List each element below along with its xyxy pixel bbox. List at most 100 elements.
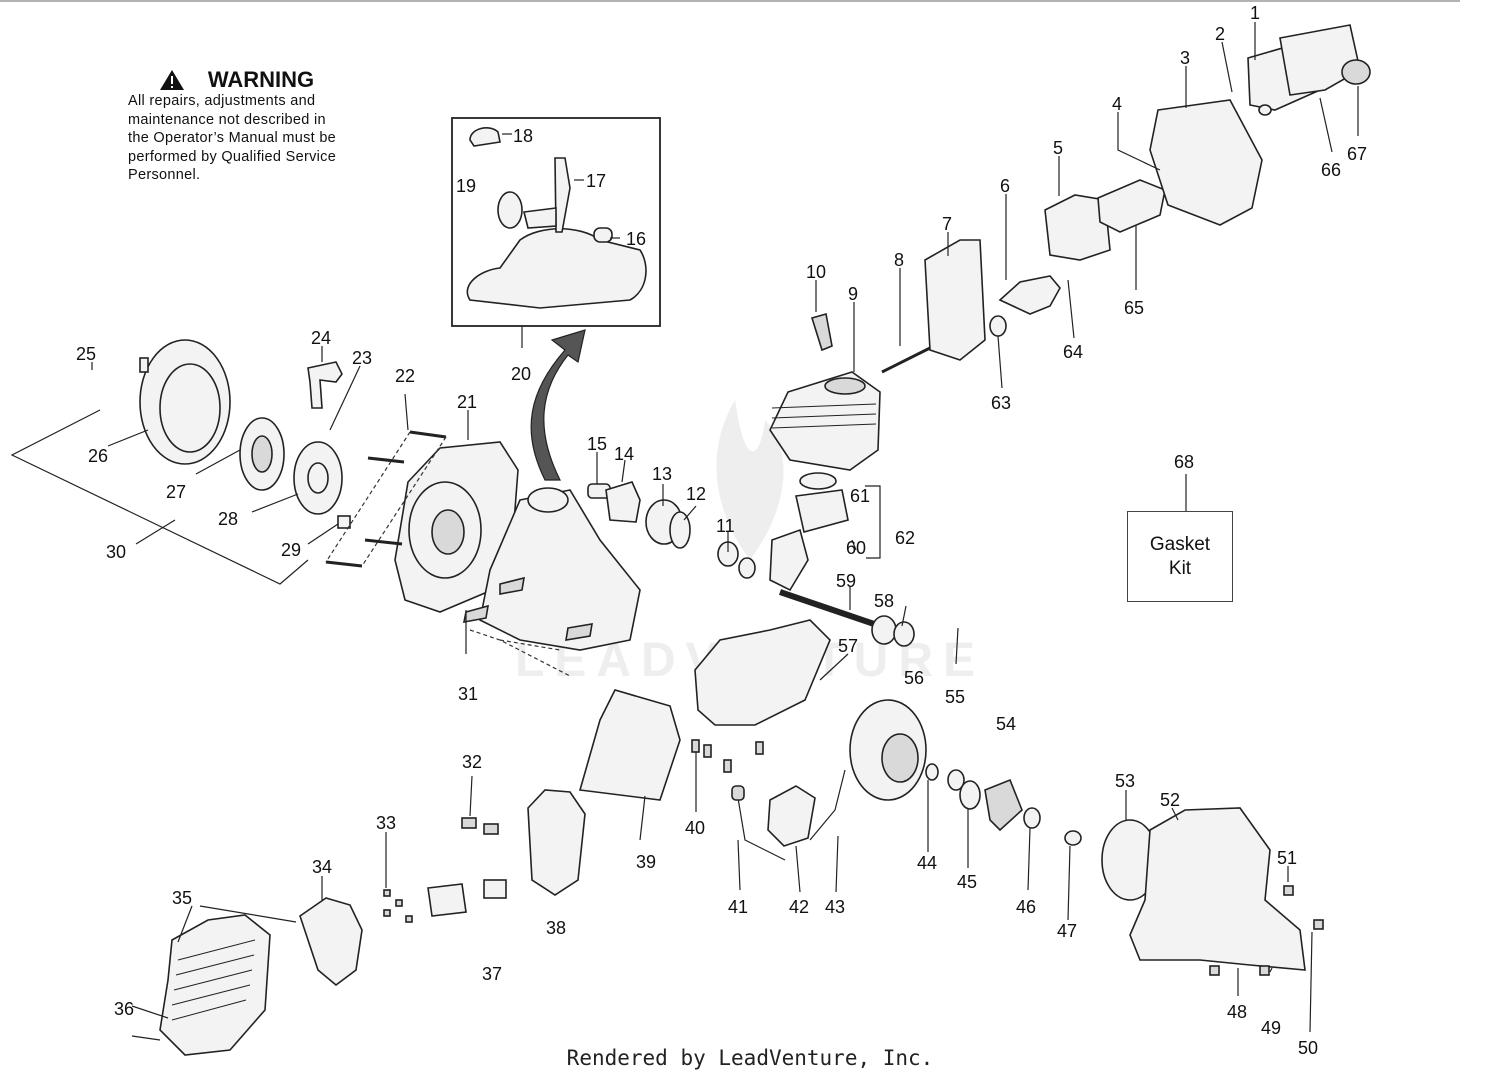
callout-13: 13 xyxy=(652,464,672,484)
muffler-gasket xyxy=(578,689,681,801)
callout-37: 37 xyxy=(482,964,502,984)
callout-11: 11 xyxy=(716,516,735,536)
callout-53: 53 xyxy=(1115,771,1135,791)
callout-56: 56 xyxy=(904,668,924,688)
callout-21: 21 xyxy=(457,392,477,412)
callout-29: 29 xyxy=(281,540,301,560)
callout-42: 42 xyxy=(789,897,809,917)
bolts-40 xyxy=(691,739,764,773)
gasket-kit-line1: Gasket xyxy=(1149,533,1211,555)
callout-23: 23 xyxy=(352,348,372,368)
warning-line-2: maintenance not described in xyxy=(128,111,326,128)
cylinder xyxy=(769,371,881,471)
callout-6: 6 xyxy=(1000,176,1010,196)
clutch xyxy=(984,778,1023,832)
callout-55: 55 xyxy=(945,687,965,707)
callout-4: 4 xyxy=(1112,94,1122,114)
callout-54: 54 xyxy=(996,714,1016,734)
callout-39: 39 xyxy=(636,852,656,872)
callout-35: 35 xyxy=(172,888,192,908)
cover-plate xyxy=(299,897,363,987)
callout-51: 51 xyxy=(1277,848,1297,868)
callout-43: 43 xyxy=(825,897,845,917)
callout-8: 8 xyxy=(894,250,904,270)
mount-parts xyxy=(587,481,691,549)
crankshaft xyxy=(717,528,915,647)
callout-1: 1 xyxy=(1250,3,1260,23)
callout-64: 64 xyxy=(1063,342,1083,362)
callout-32: 32 xyxy=(462,752,482,772)
callout-31: 31 xyxy=(458,684,478,704)
warning-line-1: All repairs, adjustments and xyxy=(128,93,316,109)
callout-17: 17 xyxy=(586,171,606,191)
callout-65: 65 xyxy=(1124,298,1144,318)
muffler xyxy=(527,789,586,896)
footer-credit: Rendered by LeadVenture, Inc. xyxy=(566,1046,934,1070)
callout-36: 36 xyxy=(114,999,134,1019)
callout-28: 28 xyxy=(218,509,238,529)
callout-25: 25 xyxy=(76,344,96,364)
gasket-kit-line2: Kit xyxy=(1168,557,1192,579)
warning-line-3: the Operator’s Manual must be xyxy=(128,130,337,147)
inset-arrow xyxy=(530,329,586,481)
callout-61: 61 xyxy=(850,486,870,506)
air-filter-housing xyxy=(1149,99,1263,226)
tank-guide-lines xyxy=(469,629,571,677)
warning-triangle-icon xyxy=(160,70,184,90)
warning-title: WARNING xyxy=(207,67,315,92)
callout-60: 60 xyxy=(846,538,866,558)
bolts-left xyxy=(325,430,447,568)
intake-gasket xyxy=(924,239,986,361)
carburetor-gasket xyxy=(1044,194,1111,261)
callout-63: 63 xyxy=(991,393,1011,413)
ignition-module xyxy=(767,785,816,847)
cylinder-bolt xyxy=(881,344,935,374)
callout-24: 24 xyxy=(311,328,331,348)
bolt-guide-lines xyxy=(325,431,447,567)
gasket-kit-box: Gasket Kit xyxy=(1127,511,1233,602)
callout-5: 5 xyxy=(1053,138,1063,158)
callout-15: 15 xyxy=(587,434,607,454)
callout-48: 48 xyxy=(1227,1002,1247,1022)
fuel-tank-inset xyxy=(466,127,647,309)
callout-40: 40 xyxy=(685,818,705,838)
callout-labels: 1 2 3 4 5 6 7 8 9 10 11 12 13 14 15 16 1… xyxy=(76,3,1367,1058)
starter-bracket-line xyxy=(10,409,309,585)
callout-67: 67 xyxy=(1347,144,1367,164)
callout-9: 9 xyxy=(848,284,858,304)
fuel-tank-inset-box xyxy=(451,117,661,327)
callout-34: 34 xyxy=(312,857,332,877)
callout-52: 52 xyxy=(1160,790,1180,810)
callout-66: 66 xyxy=(1321,160,1341,180)
starter-assembly xyxy=(139,339,343,515)
callout-30: 30 xyxy=(106,542,126,562)
callout-18: 18 xyxy=(513,126,533,146)
crankcase-half xyxy=(694,619,831,726)
warning-notice: WARNING All repairs, adjustments and mai… xyxy=(128,68,388,185)
callout-12: 12 xyxy=(686,484,706,504)
callout-62: 62 xyxy=(895,528,915,548)
piston-group xyxy=(795,472,881,559)
callout-10: 10 xyxy=(806,262,826,282)
callout-45: 45 xyxy=(957,872,977,892)
callout-16: 16 xyxy=(626,229,646,249)
callout-50: 50 xyxy=(1298,1038,1318,1058)
air-filter-cover xyxy=(1279,24,1361,96)
cover-knob xyxy=(1341,59,1371,85)
spark-plug xyxy=(810,312,833,352)
callout-41: 41 xyxy=(728,897,748,917)
callout-68: 68 xyxy=(1174,452,1194,472)
fuel-tank xyxy=(462,487,641,651)
callout-22: 22 xyxy=(395,366,415,386)
leader-lines xyxy=(91,22,1359,1041)
callout-49: 49 xyxy=(1261,1018,1281,1038)
callout-19: 19 xyxy=(456,176,476,196)
callout-27: 27 xyxy=(166,482,186,502)
crankcase-housing xyxy=(394,441,519,613)
fan-cover xyxy=(159,914,271,1056)
callout-3: 3 xyxy=(1180,48,1190,68)
callout-59: 59 xyxy=(836,571,856,591)
callout-7: 7 xyxy=(942,214,952,234)
callout-57: 57 xyxy=(838,636,858,656)
screws-33 xyxy=(383,889,413,923)
